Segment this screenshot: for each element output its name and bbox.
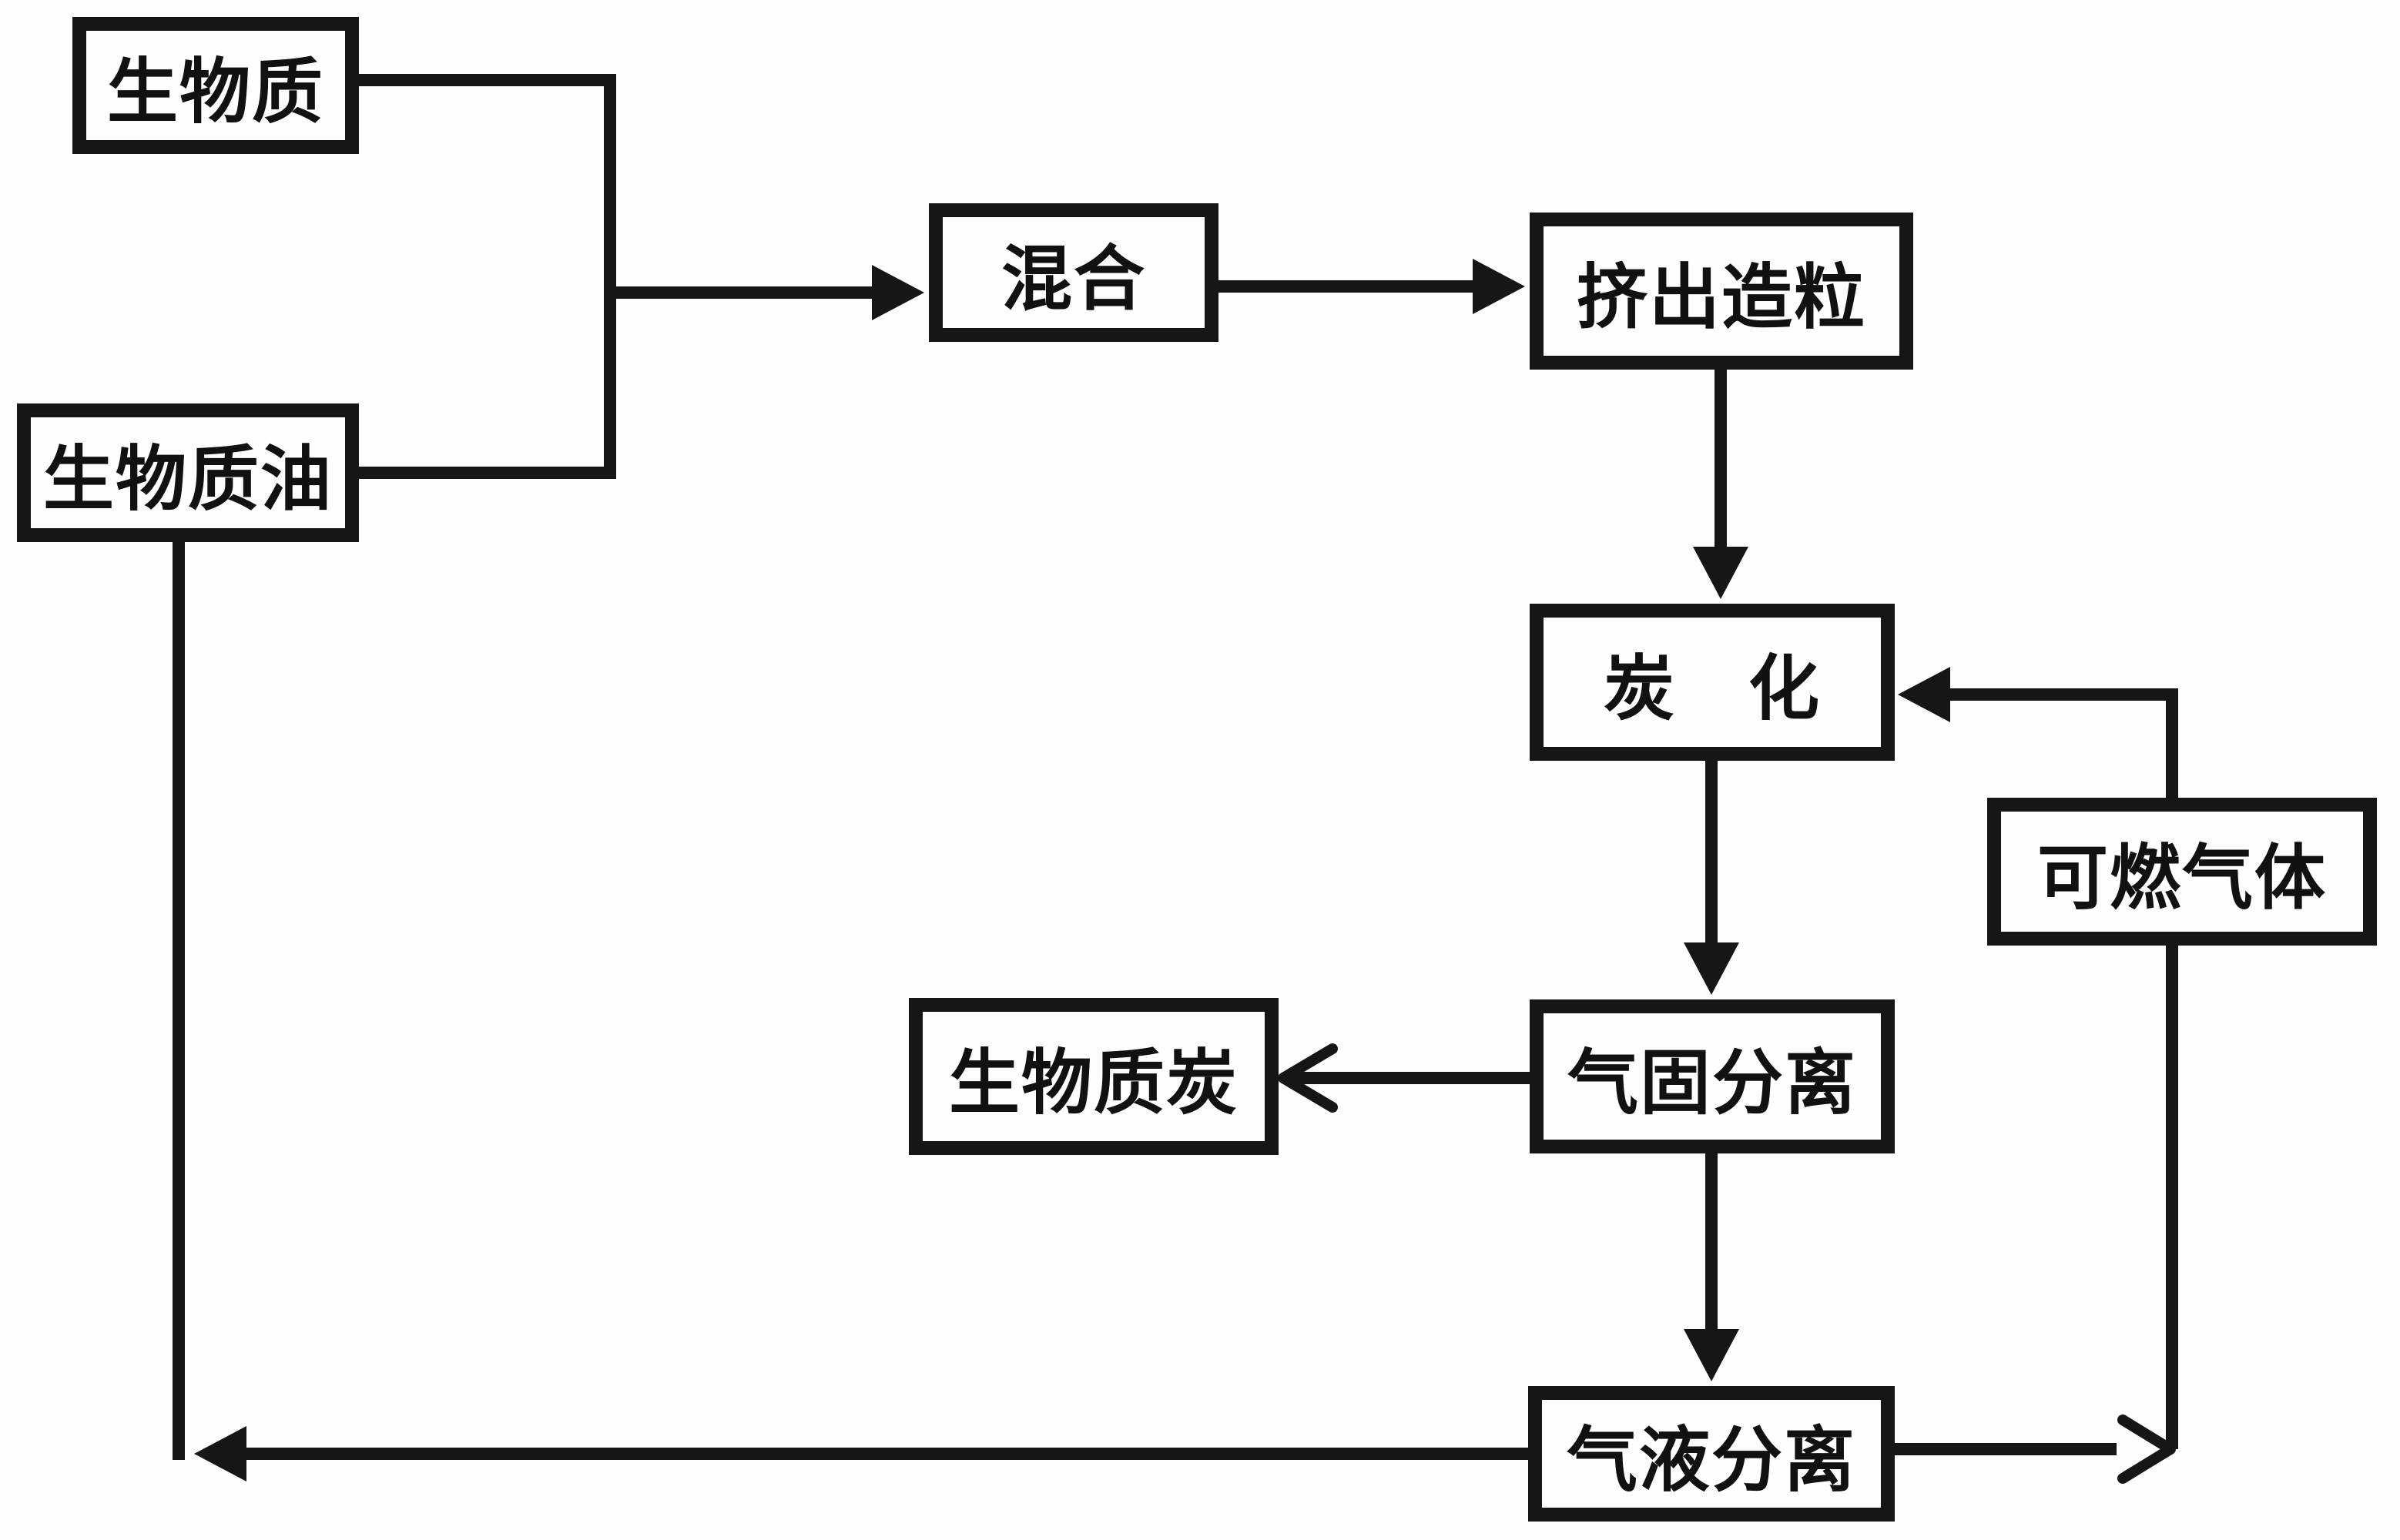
node-biomass-oil: 生物质油 — [17, 403, 359, 542]
arrowhead-into-carbonization-right — [1898, 667, 1950, 722]
arrowhead-into-gas-solid — [1684, 942, 1739, 995]
node-extrusion-granulation: 挤出造粒 — [1530, 213, 1913, 370]
node-biomass: 生物质 — [72, 17, 359, 154]
arrowhead-into-gas-liquid — [1684, 1329, 1739, 1381]
node-gas-solid-separation: 气固分离 — [1530, 999, 1895, 1153]
arrowhead-into-extrusion — [1473, 259, 1525, 314]
edge-riser-above-combustible-gas — [1950, 688, 2178, 798]
node-combustible-gas: 可燃气体 — [1987, 798, 2377, 946]
node-gas-liquid-separation: 气液分离 — [1528, 1386, 1895, 1522]
arrowhead-into-biomass-char — [1278, 1043, 1338, 1113]
node-biomass-char: 生物质炭 — [909, 998, 1279, 1155]
edge-biomass-to-junction — [359, 74, 616, 293]
edge-biomass-oil-to-junction — [359, 293, 616, 479]
node-carbonization: 炭 化 — [1530, 604, 1895, 761]
arrowhead-recycle-left — [194, 1426, 246, 1481]
arrowhead-into-carbonization-top — [1693, 547, 1748, 599]
arrowhead-into-mixing — [872, 265, 924, 320]
node-mixing: 混合 — [929, 203, 1218, 342]
arrowhead-recycle-right — [2117, 1414, 2176, 1484]
